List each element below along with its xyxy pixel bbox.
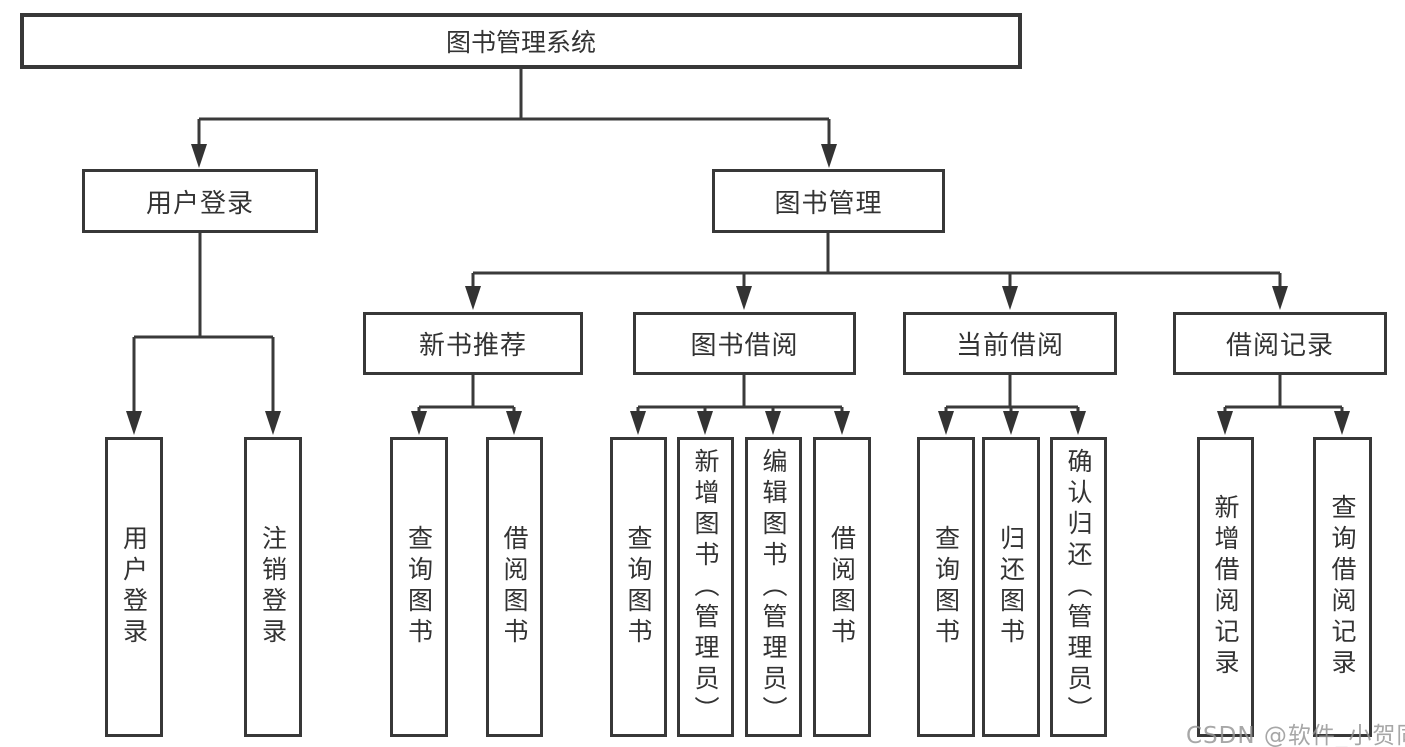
node-leaf-query-borrow-record: 查询借阅记录 bbox=[1313, 437, 1372, 737]
arrowheads-borrowing-leaves bbox=[630, 411, 850, 435]
node-label: 查询图书 bbox=[404, 525, 434, 649]
arrowhead-icon bbox=[765, 411, 781, 435]
connector-current-to-leaves bbox=[944, 375, 1080, 414]
arrowhead-icon bbox=[265, 411, 281, 435]
node-leaf-query-books-1: 查询图书 bbox=[390, 437, 448, 737]
connector-records-to-leaves bbox=[1223, 375, 1344, 414]
node-label: 新书推荐 bbox=[418, 331, 527, 361]
arrowhead-icon bbox=[736, 286, 752, 310]
node-leaf-query-books-3: 查询图书 bbox=[917, 437, 975, 737]
node-label: 新增借阅记录 bbox=[1211, 494, 1240, 680]
node-leaf-borrow-books-2: 借阅图书 bbox=[813, 437, 871, 737]
node-borrowing-records: 借阅记录 bbox=[1173, 312, 1387, 375]
connector-bookmgmt-to-level3 bbox=[471, 233, 1282, 288]
arrowhead-icon bbox=[191, 144, 207, 168]
arrowheads-newbook-leaves bbox=[411, 411, 522, 435]
connector-root-to-level2 bbox=[197, 69, 831, 146]
arrowhead-icon bbox=[506, 411, 522, 435]
node-leaf-confirm-return-admin: 确认归还（管理员） bbox=[1050, 437, 1107, 737]
arrowhead-icon bbox=[411, 411, 427, 435]
node-label: 查询图书 bbox=[624, 525, 653, 649]
node-label: 新增图书（管理员） bbox=[691, 447, 720, 727]
node-leaf-query-books-2: 查询图书 bbox=[610, 437, 667, 737]
node-leaf-edit-books-admin: 编辑图书（管理员） bbox=[745, 437, 802, 737]
node-user-login-branch: 用户登录 bbox=[82, 169, 318, 233]
arrowheads-level3 bbox=[465, 286, 1288, 310]
node-leaf-user-login: 用户登录 bbox=[105, 437, 163, 737]
arrowheads-level2 bbox=[191, 144, 837, 168]
node-label: 图书管理 bbox=[774, 188, 883, 219]
arrowheads-userlogin-leaves bbox=[126, 411, 281, 435]
node-current-borrowing: 当前借阅 bbox=[903, 312, 1117, 375]
arrowhead-icon bbox=[1334, 411, 1350, 435]
connector-borrowing-to-leaves bbox=[636, 375, 844, 414]
arrowhead-icon bbox=[465, 286, 481, 310]
node-leaf-borrow-books-1: 借阅图书 bbox=[486, 437, 543, 737]
connector-newbook-to-leaves bbox=[417, 375, 516, 414]
node-label: 编辑图书（管理员） bbox=[759, 447, 788, 727]
node-label: 查询借阅记录 bbox=[1328, 494, 1357, 680]
arrowhead-icon bbox=[697, 411, 713, 435]
node-new-book-recommend: 新书推荐 bbox=[363, 312, 583, 375]
arrowheads-current-leaves bbox=[938, 411, 1086, 435]
node-label: 借阅记录 bbox=[1225, 331, 1334, 361]
node-leaf-logout: 注销登录 bbox=[244, 437, 302, 737]
node-leaf-return-books: 归还图书 bbox=[982, 437, 1040, 737]
arrowhead-icon bbox=[834, 411, 850, 435]
arrowhead-icon bbox=[1003, 411, 1019, 435]
arrowhead-icon bbox=[1272, 286, 1288, 310]
arrowhead-icon bbox=[821, 144, 837, 168]
node-book-management-branch: 图书管理 bbox=[712, 169, 945, 233]
node-label: 借阅图书 bbox=[500, 525, 529, 649]
node-label: 归还图书 bbox=[996, 525, 1026, 649]
arrowheads-records-leaves bbox=[1217, 411, 1350, 435]
arrowhead-icon bbox=[126, 411, 142, 435]
node-label: 借阅图书 bbox=[827, 525, 857, 649]
node-root-system: 图书管理系统 bbox=[20, 13, 1022, 69]
arrowhead-icon bbox=[1070, 411, 1086, 435]
node-label: 确认归还（管理员） bbox=[1064, 447, 1093, 727]
node-label: 用户登录 bbox=[145, 188, 254, 219]
connector-userlogin-to-leaves bbox=[132, 233, 275, 414]
node-leaf-add-books-admin: 新增图书（管理员） bbox=[677, 437, 734, 737]
arrowhead-icon bbox=[630, 411, 646, 435]
node-label: 图书借阅 bbox=[690, 331, 799, 361]
node-label: 当前借阅 bbox=[955, 331, 1064, 361]
arrowhead-icon bbox=[1002, 286, 1018, 310]
node-label: 查询图书 bbox=[931, 525, 961, 649]
node-book-borrowing: 图书借阅 bbox=[633, 312, 856, 375]
arrowhead-icon bbox=[1217, 411, 1233, 435]
arrowhead-icon bbox=[938, 411, 954, 435]
csdn-watermark: CSDN @软件_小贺同学 bbox=[1186, 723, 1405, 747]
node-label: 图书管理系统 bbox=[445, 28, 596, 57]
node-leaf-add-borrow-record: 新增借阅记录 bbox=[1197, 437, 1254, 737]
node-label: 用户登录 bbox=[119, 525, 149, 649]
node-label: 注销登录 bbox=[258, 525, 288, 649]
